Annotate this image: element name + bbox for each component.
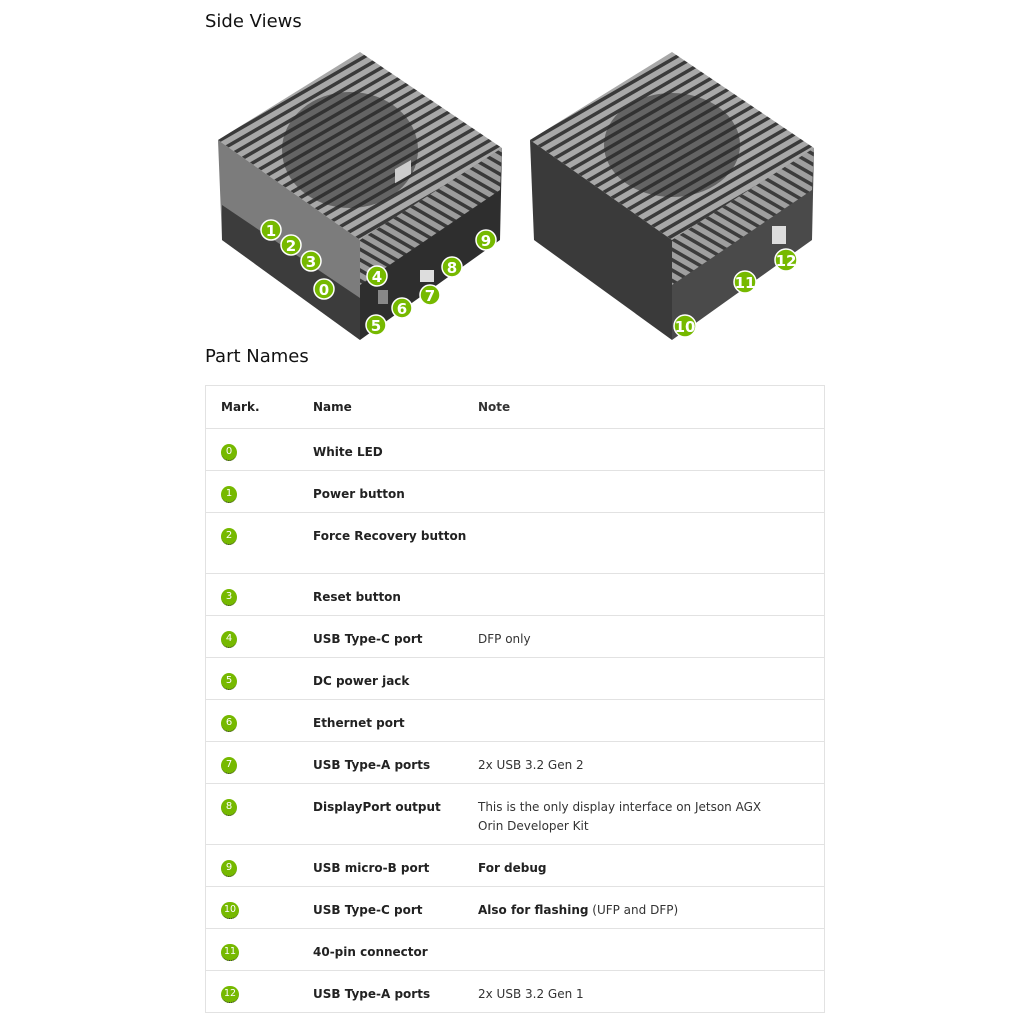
mark-badge: 8 bbox=[221, 799, 237, 816]
table-row: 2 Force Recovery button bbox=[205, 512, 825, 574]
part-name: Ethernet port bbox=[313, 699, 478, 742]
mark-cell: 11 bbox=[205, 928, 313, 971]
part-name: USB Type-A ports bbox=[313, 741, 478, 784]
part-note-cell bbox=[478, 470, 825, 513]
header-mark: Mark. bbox=[205, 385, 313, 429]
mark-cell: 12 bbox=[205, 970, 313, 1013]
part-name: Reset button bbox=[313, 573, 478, 616]
table-row: 3 Reset button bbox=[205, 573, 825, 616]
part-name: Power button bbox=[313, 470, 478, 513]
table-row: 1 Power button bbox=[205, 470, 825, 513]
mark-badge: 7 bbox=[221, 757, 237, 774]
part-note-cell: This is the only display interface on Je… bbox=[478, 783, 825, 845]
device-rear-view-image bbox=[530, 52, 814, 340]
part-note: DFP only bbox=[478, 632, 531, 646]
part-name: USB micro-B port bbox=[313, 844, 478, 887]
mark-badge: 12 bbox=[221, 986, 239, 1003]
mark-cell: 3 bbox=[205, 573, 313, 616]
part-name: USB Type-C port bbox=[313, 615, 478, 658]
part-name: USB Type-A ports bbox=[313, 970, 478, 1013]
table-row: 5 DC power jack bbox=[205, 657, 825, 700]
part-note-bold: For debug bbox=[478, 861, 547, 875]
device-front-view-image bbox=[218, 52, 502, 340]
table-row: 0 White LED bbox=[205, 428, 825, 471]
part-note-cell: DFP only bbox=[478, 615, 825, 658]
mark-cell: 1 bbox=[205, 470, 313, 513]
part-note: 2x USB 3.2 Gen 1 bbox=[478, 987, 584, 1001]
part-note-cell bbox=[478, 699, 825, 742]
part-note-cell: For debug bbox=[478, 844, 825, 887]
mark-badge: 11 bbox=[221, 944, 239, 961]
part-name: White LED bbox=[313, 428, 478, 471]
part-name: DisplayPort output bbox=[313, 783, 478, 845]
mark-badge: 10 bbox=[221, 902, 239, 919]
part-note-cell bbox=[478, 657, 825, 700]
mark-cell: 2 bbox=[205, 512, 313, 574]
mark-cell: 7 bbox=[205, 741, 313, 784]
mark-cell: 4 bbox=[205, 615, 313, 658]
mark-badge: 3 bbox=[221, 589, 237, 606]
part-note-cell bbox=[478, 428, 825, 471]
part-note-cell bbox=[478, 928, 825, 971]
header-note: Note bbox=[478, 385, 825, 429]
table-row: 11 40-pin connector bbox=[205, 928, 825, 971]
table-row: 6 Ethernet port bbox=[205, 699, 825, 742]
mark-cell: 8 bbox=[205, 783, 313, 845]
part-note: This is the only display interface on Je… bbox=[478, 800, 762, 833]
side-views-heading: Side Views bbox=[205, 11, 302, 32]
mark-badge: 0 bbox=[221, 444, 237, 461]
mark-cell: 0 bbox=[205, 428, 313, 471]
part-name: USB Type-C port bbox=[313, 886, 478, 929]
mark-badge: 6 bbox=[221, 715, 237, 732]
part-note-cell bbox=[478, 512, 825, 574]
part-names-heading: Part Names bbox=[205, 346, 309, 367]
part-note: 2x USB 3.2 Gen 2 bbox=[478, 758, 584, 772]
mark-badge: 5 bbox=[221, 673, 237, 690]
table-header-row: Mark. Name Note bbox=[205, 385, 825, 429]
part-name: 40-pin connector bbox=[313, 928, 478, 971]
part-note-cell bbox=[478, 573, 825, 616]
mark-cell: 5 bbox=[205, 657, 313, 700]
part-note-cell: 2x USB 3.2 Gen 1 bbox=[478, 970, 825, 1013]
mark-badge: 9 bbox=[221, 860, 237, 877]
part-name: Force Recovery button bbox=[313, 512, 478, 574]
part-note-bold: Also for flashing bbox=[478, 903, 589, 917]
part-note: (UFP and DFP) bbox=[588, 903, 679, 917]
header-name: Name bbox=[313, 385, 478, 429]
mark-cell: 9 bbox=[205, 844, 313, 887]
mark-cell: 10 bbox=[205, 886, 313, 929]
part-name: DC power jack bbox=[313, 657, 478, 700]
mark-badge: 4 bbox=[221, 631, 237, 648]
mark-cell: 6 bbox=[205, 699, 313, 742]
mark-badge: 1 bbox=[221, 486, 237, 503]
part-note-cell: Also for flashing (UFP and DFP) bbox=[478, 886, 825, 929]
part-note-cell: 2x USB 3.2 Gen 2 bbox=[478, 741, 825, 784]
mark-badge: 2 bbox=[221, 528, 237, 545]
